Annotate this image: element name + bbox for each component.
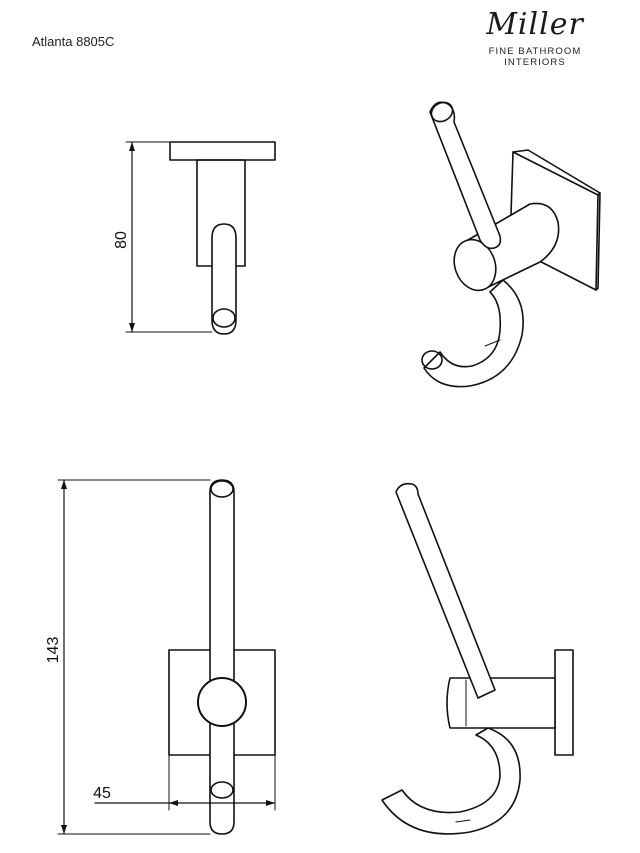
dim-label-45: 45 <box>93 785 111 802</box>
iso-body-face <box>453 238 497 292</box>
iso-upper-rod-end <box>430 101 454 123</box>
front-view-rod-top <box>210 480 234 498</box>
side-view-rod-end <box>212 308 236 328</box>
elevation-body <box>446 677 556 729</box>
front-view <box>57 479 276 835</box>
dim-label-80: 80 <box>113 231 130 249</box>
elevation-lower-hook <box>381 727 521 835</box>
elevation-backplate <box>554 649 574 756</box>
front-view-rod-end <box>210 781 234 799</box>
isometric-view-top <box>421 101 601 388</box>
side-view-backplate <box>169 141 276 161</box>
side-view <box>125 141 276 335</box>
front-view-knob <box>197 677 247 727</box>
dim-label-143: 143 <box>45 637 62 664</box>
iso-lower-hook <box>423 279 524 388</box>
brand-logo: Miller FINE BATHROOM INTERIORS <box>460 7 610 69</box>
side-elevation-view <box>381 482 574 835</box>
logo-tagline: FINE BATHROOM INTERIORS <box>488 46 582 68</box>
iso-lower-hook-end <box>421 350 443 370</box>
product-name: Atlanta 8805C <box>32 34 115 49</box>
side-view-rod <box>211 223 237 335</box>
logo-script-text: Miller <box>486 7 584 42</box>
front-view-rod <box>209 479 235 835</box>
iso-upper-rod <box>429 101 502 250</box>
elevation-upper-rod <box>395 482 496 699</box>
